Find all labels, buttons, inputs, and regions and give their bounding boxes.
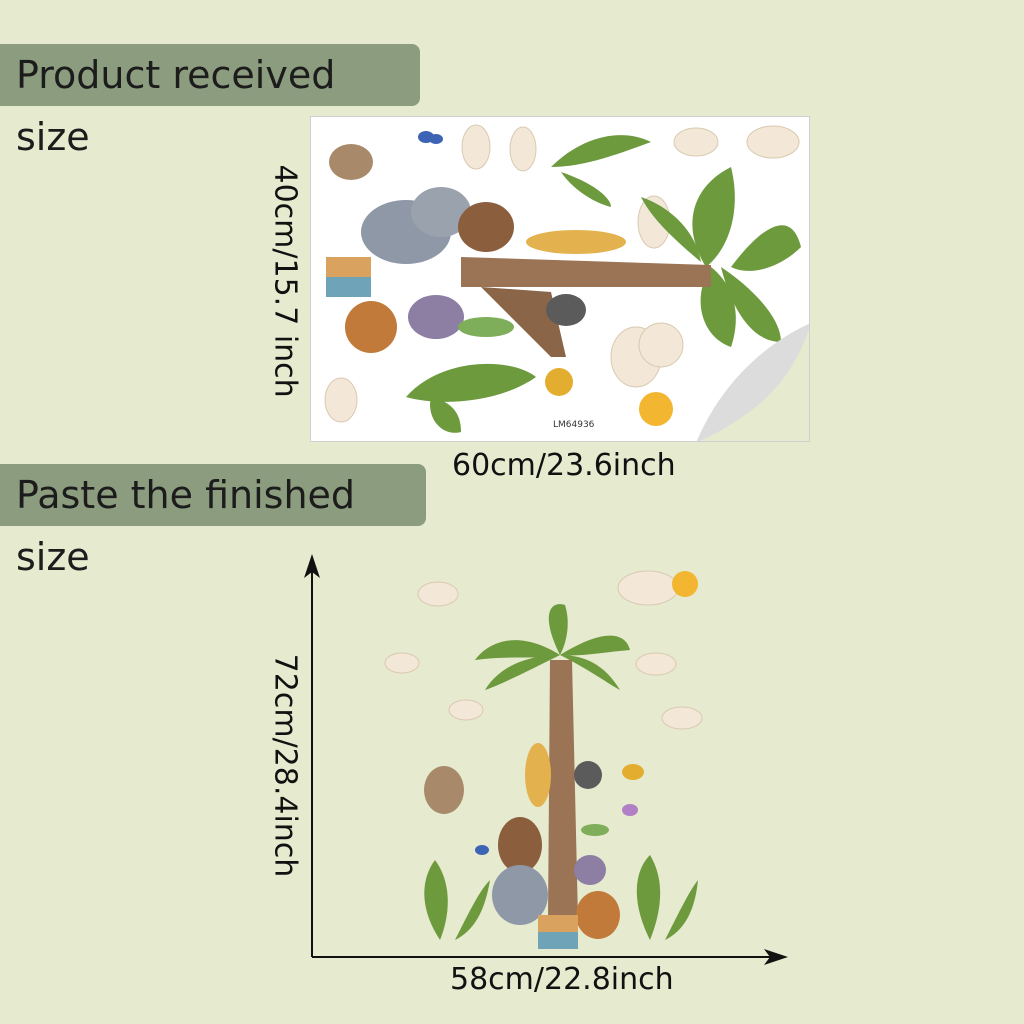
sheet-illustration (324, 124, 809, 441)
finished-height-label: 72cm/28.4inch (267, 653, 303, 878)
finished-width-label: 58cm/22.8inch (450, 962, 674, 997)
finished-illustration (384, 570, 703, 949)
right-arrow-icon (764, 949, 788, 965)
sheet-width-label: 60cm/23.6inch (452, 448, 676, 483)
up-arrow-icon (304, 554, 320, 578)
product-code: LM64936 (553, 420, 595, 430)
received-size-title: Product received size (0, 44, 420, 159)
finished-size-title: Paste the finished size (0, 464, 426, 579)
sheet-height-label: 40cm/15.7 inch (267, 164, 303, 398)
sticker-sheet: LM64936 (310, 116, 810, 442)
finished-axes (304, 554, 788, 965)
